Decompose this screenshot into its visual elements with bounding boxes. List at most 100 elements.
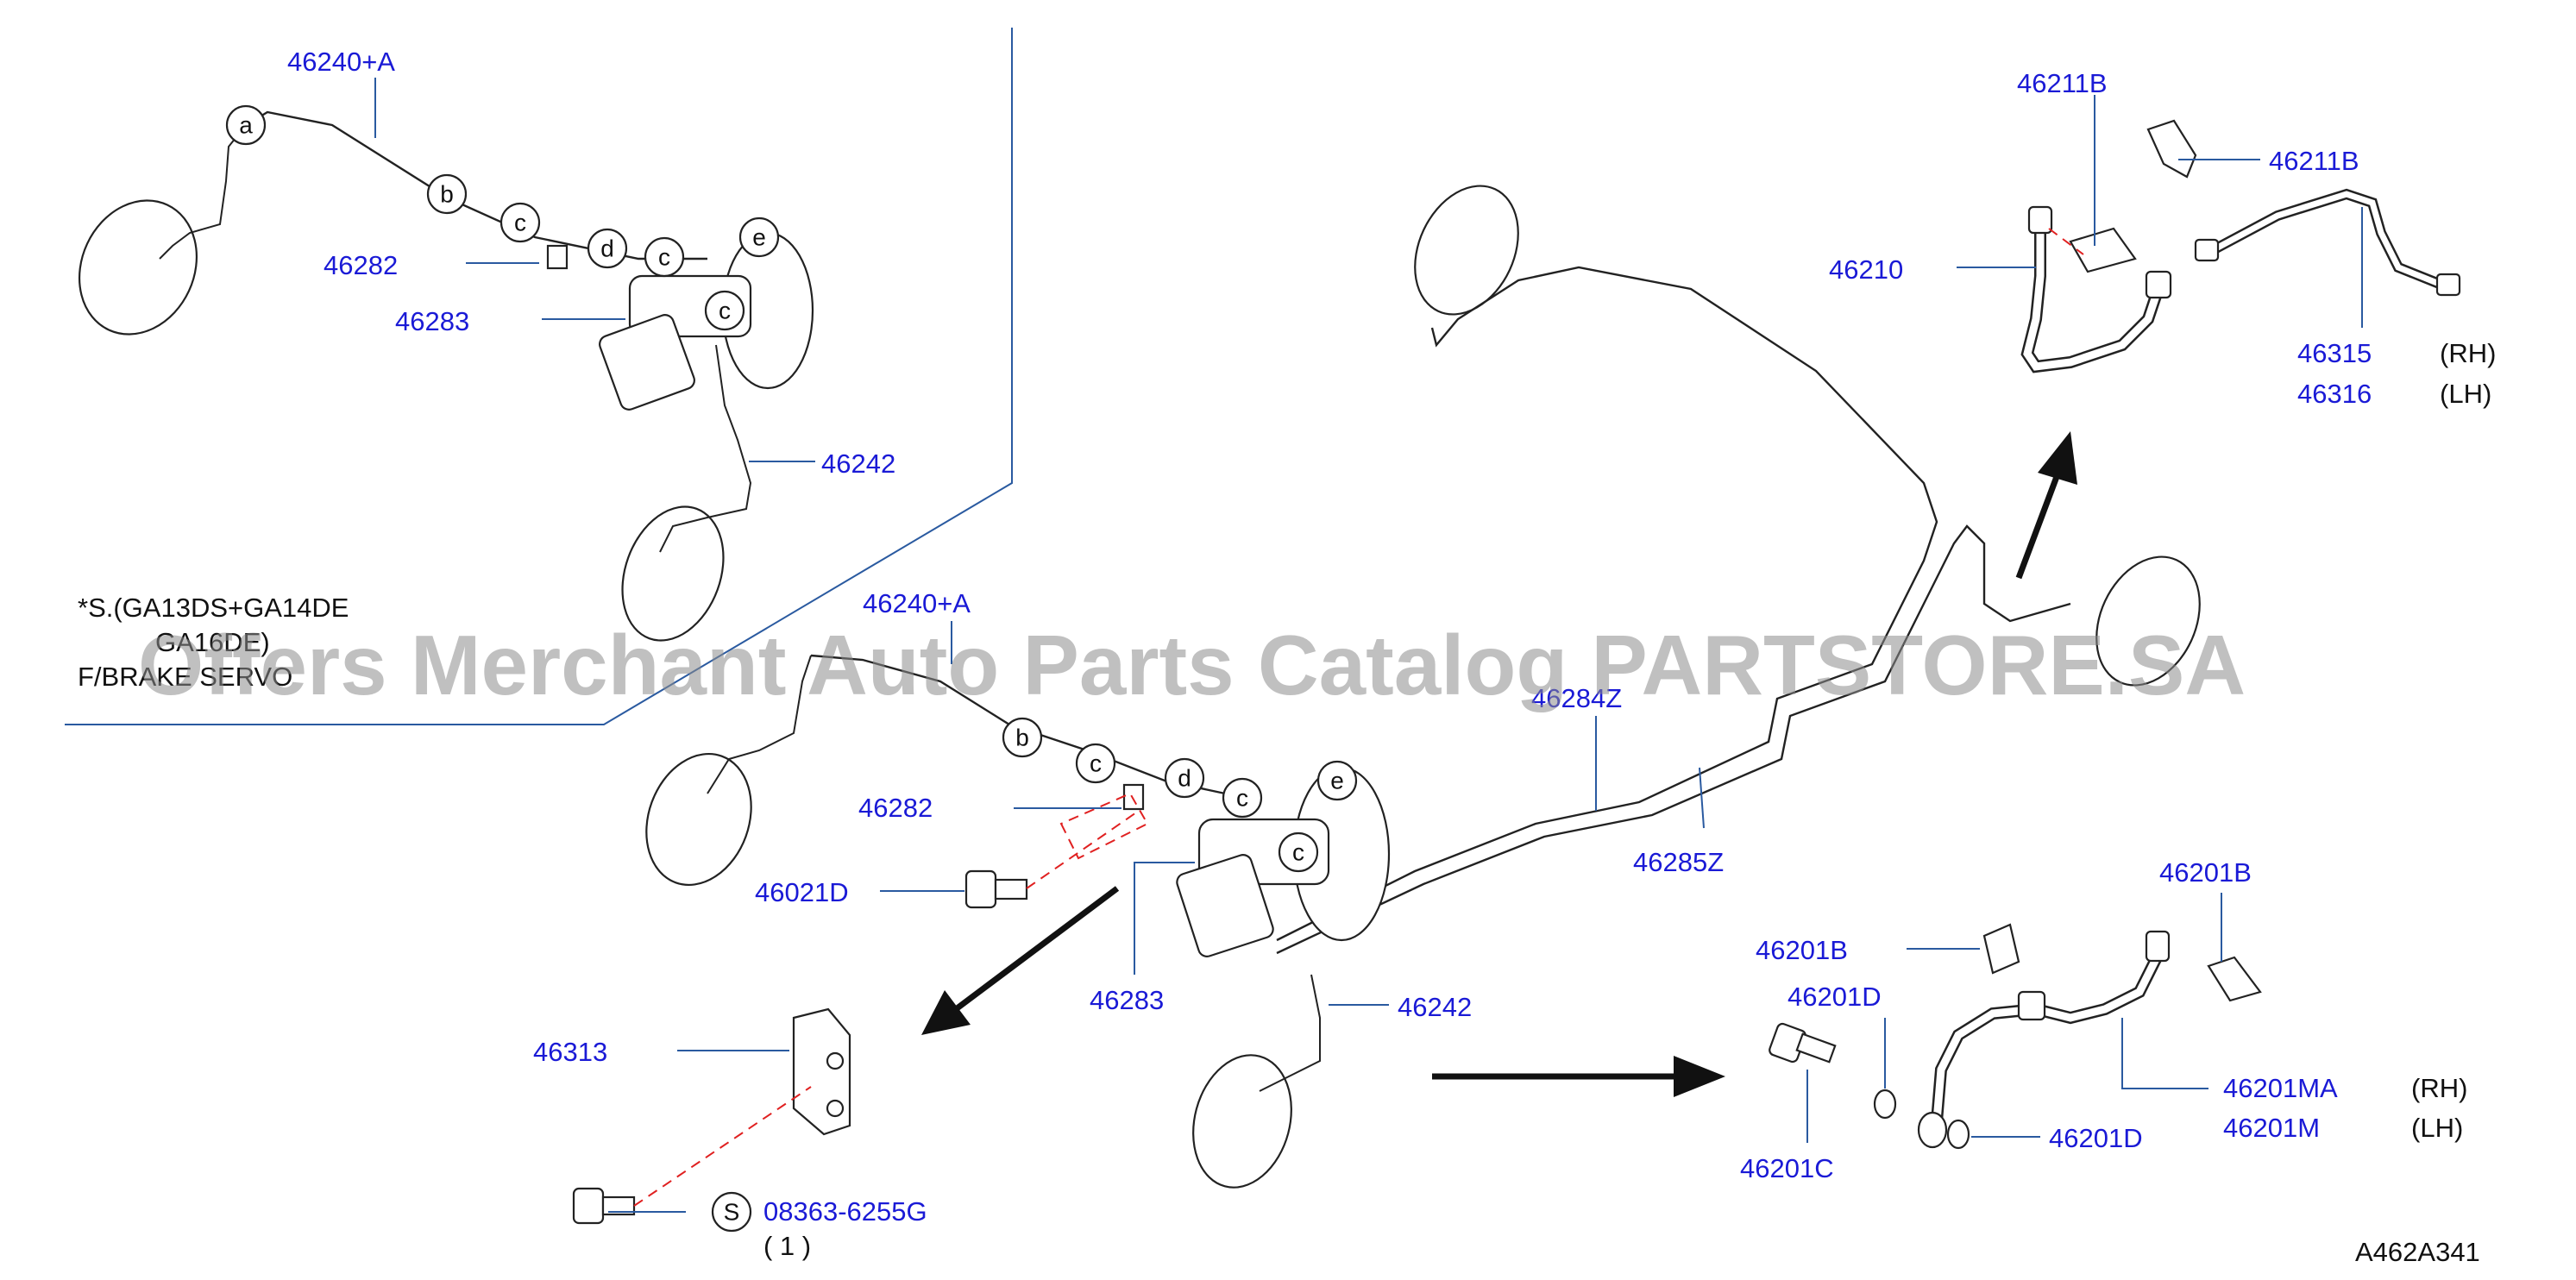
inset-clip-46282 — [546, 244, 569, 270]
inset-note-line2: GA16DE) — [155, 627, 270, 657]
label-46211B-b: 46211B — [2269, 146, 2359, 176]
inset-callout-b — [426, 173, 468, 215]
inset-callout-c1-label: c — [514, 210, 526, 236]
main-callout-c1-label: c — [1090, 750, 1102, 777]
arrow-to-hose-46201 — [1432, 1056, 1725, 1097]
label-lh-1: (LH) — [2440, 379, 2491, 409]
main-callout-c1 — [1075, 743, 1116, 784]
label-46282-main: 46282 — [858, 793, 933, 823]
main-pipe-rear — [1259, 974, 1321, 1092]
label-46201B-a: 46201B — [1756, 935, 1848, 965]
main-valve-block — [1176, 854, 1274, 957]
s-mark-circle — [711, 1191, 752, 1233]
hose-46201-outer — [1931, 954, 2163, 1122]
main-brake-disc-front-left — [645, 752, 752, 887]
label-rh-2: (RH) — [2411, 1073, 2467, 1103]
main-pipe-front-left — [707, 655, 812, 794]
diagram-id: A462A341 — [2355, 1237, 2480, 1267]
inset-boundary — [65, 28, 1013, 725]
label-08363-qty: ( 1 ) — [763, 1231, 811, 1261]
washer-46201D-2 — [1946, 1119, 1970, 1150]
main-brake-disc-front-right — [1414, 185, 1519, 316]
guide-46021D-b — [1059, 792, 1149, 860]
hose-46210-inner — [2023, 229, 2161, 371]
bolt-08363 — [572, 1187, 636, 1225]
label-46242-main: 46242 — [1398, 992, 1472, 1022]
main-callout-d — [1164, 757, 1205, 799]
label-46210: 46210 — [1829, 254, 1903, 285]
label-08363: 08363-6255G — [763, 1196, 927, 1227]
hose-46201-inner — [1932, 955, 2161, 1122]
inset-valve-block — [599, 314, 695, 411]
label-46201D-a: 46201D — [1787, 982, 1882, 1012]
label-46283-main: 46283 — [1090, 985, 1164, 1015]
bracket-hole-1 — [826, 1051, 845, 1070]
main-callout-b — [1002, 717, 1043, 758]
hose-46210-group — [1957, 95, 2461, 373]
main-brake-disc-rear — [1192, 1054, 1292, 1189]
guide-46211B — [2048, 228, 2084, 255]
main-callout-c3-label: c — [1292, 839, 1304, 866]
label-46282-top: 46282 — [324, 250, 398, 280]
label-46211B-a: 46211B — [2017, 68, 2108, 98]
inset-note-line3: F/BRAKE SERVO — [78, 662, 292, 692]
pipe-46315-fitting-b — [2435, 273, 2461, 297]
main-callout-d-label: d — [1178, 765, 1191, 792]
main-brake-disc-rear-right — [2095, 555, 2201, 687]
label-46201D-b: 46201D — [2049, 1123, 2143, 1153]
clip-46201B-2 — [2207, 956, 2262, 1002]
label-46201B-b: 46201B — [2159, 857, 2252, 888]
label-46201M: 46201M — [2223, 1113, 2320, 1143]
clip-46211B-1 — [2069, 227, 2137, 273]
hose-46201-fitting-top — [2145, 930, 2171, 963]
inset-pipe-rear — [659, 344, 752, 553]
inset-callout-c3 — [704, 290, 745, 331]
inset-callout-c2 — [644, 236, 685, 278]
leader-46201MA — [2121, 1018, 2208, 1089]
washer-46201D-1 — [1873, 1089, 1897, 1120]
inset-brake-disc-front — [78, 199, 198, 336]
pipe-46315-fitting-a — [2194, 238, 2220, 262]
pipe-46315-46316-inner — [2211, 191, 2443, 288]
label-46201MA: 46201MA — [2223, 1073, 2338, 1103]
label-46021D: 46021D — [755, 877, 849, 907]
main-bolt-46021D — [964, 869, 1028, 909]
main-clip-46282 — [1122, 783, 1145, 811]
main-callout-c2-label: c — [1236, 785, 1248, 812]
main-pipe-46284Z — [1276, 266, 1938, 942]
main-callout-b-label: b — [1015, 725, 1029, 751]
inset-callout-a — [225, 104, 267, 146]
hose-46201-banjo — [1917, 1111, 1948, 1149]
guide-46021D — [1026, 810, 1140, 889]
hose-46210-fitting-end — [2145, 270, 2172, 299]
inset-callout-d-label: d — [600, 235, 614, 262]
arrow-to-hose-46210 — [2015, 431, 2077, 580]
bracket-46313-group: S — [572, 1007, 851, 1233]
inset-note-line1: *S.(GA13DS+GA14DE — [78, 593, 349, 623]
inset-callout-a-label: a — [239, 112, 253, 139]
main-callout-e — [1316, 760, 1358, 801]
inset-callout-d — [587, 228, 628, 269]
inset-callout-b-label: b — [440, 181, 454, 208]
inset-assembly: a b c d c e c — [78, 78, 815, 642]
leader-46283-main — [1134, 862, 1195, 975]
label-46240A-top: 46240+A — [287, 47, 395, 77]
hose-46201-group — [1769, 893, 2262, 1150]
hose-46201-ferrule — [2017, 990, 2046, 1021]
main-callout-c3 — [1278, 831, 1319, 873]
bracket-hole-2 — [826, 1099, 845, 1118]
guide-08363 — [633, 1086, 812, 1207]
hose-46210-fitting-top — [2027, 205, 2053, 235]
inset-brake-disc-rear — [621, 505, 725, 642]
label-lh-2: (LH) — [2411, 1113, 2463, 1143]
inset-callout-e — [738, 216, 780, 258]
inset-pipe-front — [159, 124, 247, 260]
label-46316: 46316 — [2297, 379, 2372, 409]
inset-callout-c2-label: c — [658, 244, 670, 271]
bolt-46201C — [1769, 1022, 1837, 1064]
main-callout-c2 — [1222, 777, 1263, 819]
leader-46285Z — [1699, 767, 1705, 829]
label-46313: 46313 — [533, 1037, 607, 1067]
label-46284Z: 46284Z — [1531, 683, 1622, 713]
